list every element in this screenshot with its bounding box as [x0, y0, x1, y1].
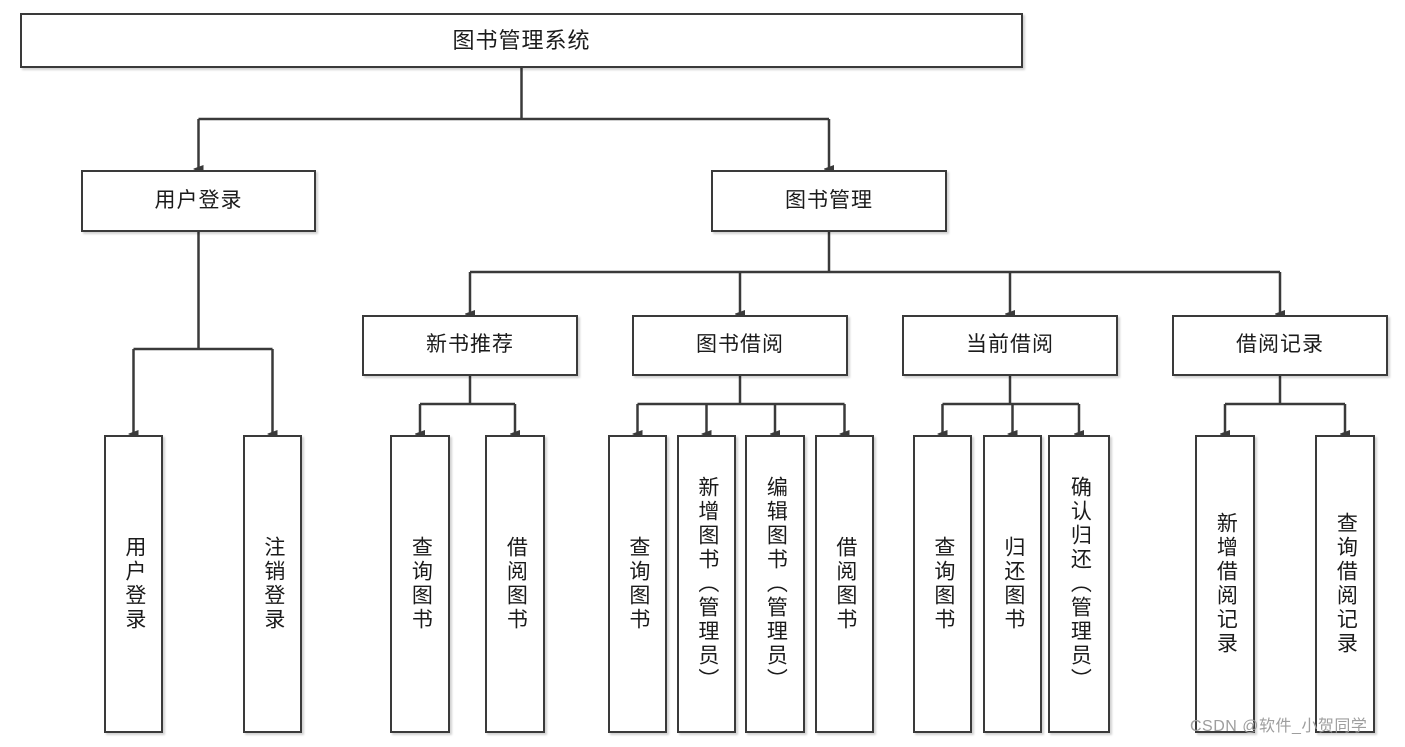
node-leaf-user-logout[interactable]: 注销登录	[243, 435, 302, 733]
node-leaf-borrow-lend[interactable]: 借阅图书	[815, 435, 874, 733]
node-leaf-rec-query2[interactable]: 查询借阅记录	[1315, 435, 1375, 733]
node-label-leaf-rec-query2: 查询借阅记录	[1334, 512, 1358, 656]
node-label-leaf-borrow-edit: 编辑图书（管理员）	[764, 476, 788, 692]
node-label-root: 图书管理系统	[452, 27, 591, 53]
connector-lines	[134, 68, 1346, 434]
node-leaf-rec-query[interactable]: 查询图书	[390, 435, 450, 733]
node-label-leaf-rec-query: 查询图书	[409, 536, 433, 632]
node-label-leaf-user-login: 用户登录	[122, 536, 146, 632]
node-label-current-borrow: 当前借阅	[966, 333, 1054, 357]
node-leaf-borrow-edit[interactable]: 编辑图书（管理员）	[745, 435, 805, 733]
node-label-leaf-rec-borrow: 借阅图书	[504, 536, 528, 632]
node-leaf-rec-borrow[interactable]: 借阅图书	[485, 435, 545, 733]
node-leaf-rec-add[interactable]: 新增借阅记录	[1195, 435, 1255, 733]
node-label-leaf-borrow-add: 新增图书（管理员）	[695, 476, 719, 692]
node-label-new-book-rec: 新书推荐	[426, 333, 514, 357]
node-leaf-borrow-query[interactable]: 查询图书	[608, 435, 667, 733]
node-borrow-record[interactable]: 借阅记录	[1172, 315, 1388, 376]
node-label-leaf-cur-return: 归还图书	[1001, 536, 1025, 632]
node-leaf-cur-return[interactable]: 归还图书	[983, 435, 1042, 733]
watermark-text: CSDN @软件_小贺同学	[1190, 718, 1368, 735]
node-label-borrow-record: 借阅记录	[1236, 333, 1324, 357]
node-label-leaf-borrow-query: 查询图书	[626, 536, 650, 632]
node-label-user-login: 用户登录	[154, 188, 243, 212]
node-new-book-rec[interactable]: 新书推荐	[362, 315, 578, 376]
node-current-borrow[interactable]: 当前借阅	[902, 315, 1118, 376]
node-book-borrow[interactable]: 图书借阅	[632, 315, 848, 376]
node-user-login[interactable]: 用户登录	[81, 170, 316, 232]
node-label-leaf-borrow-lend: 借阅图书	[833, 536, 857, 632]
node-label-book-borrow: 图书借阅	[696, 333, 784, 357]
node-label-leaf-cur-confirm: 确认归还（管理员）	[1068, 476, 1092, 692]
node-leaf-cur-confirm[interactable]: 确认归还（管理员）	[1048, 435, 1110, 733]
node-label-leaf-rec-add: 新增借阅记录	[1214, 512, 1238, 656]
node-book-manage[interactable]: 图书管理	[711, 170, 947, 232]
node-leaf-user-login[interactable]: 用户登录	[104, 435, 163, 733]
node-label-leaf-cur-query: 查询图书	[931, 536, 955, 632]
node-root[interactable]: 图书管理系统	[20, 13, 1023, 68]
node-leaf-cur-query[interactable]: 查询图书	[913, 435, 972, 733]
node-label-leaf-user-logout: 注销登录	[261, 536, 285, 632]
node-label-book-manage: 图书管理	[785, 188, 873, 212]
node-leaf-borrow-add[interactable]: 新增图书（管理员）	[677, 435, 736, 733]
